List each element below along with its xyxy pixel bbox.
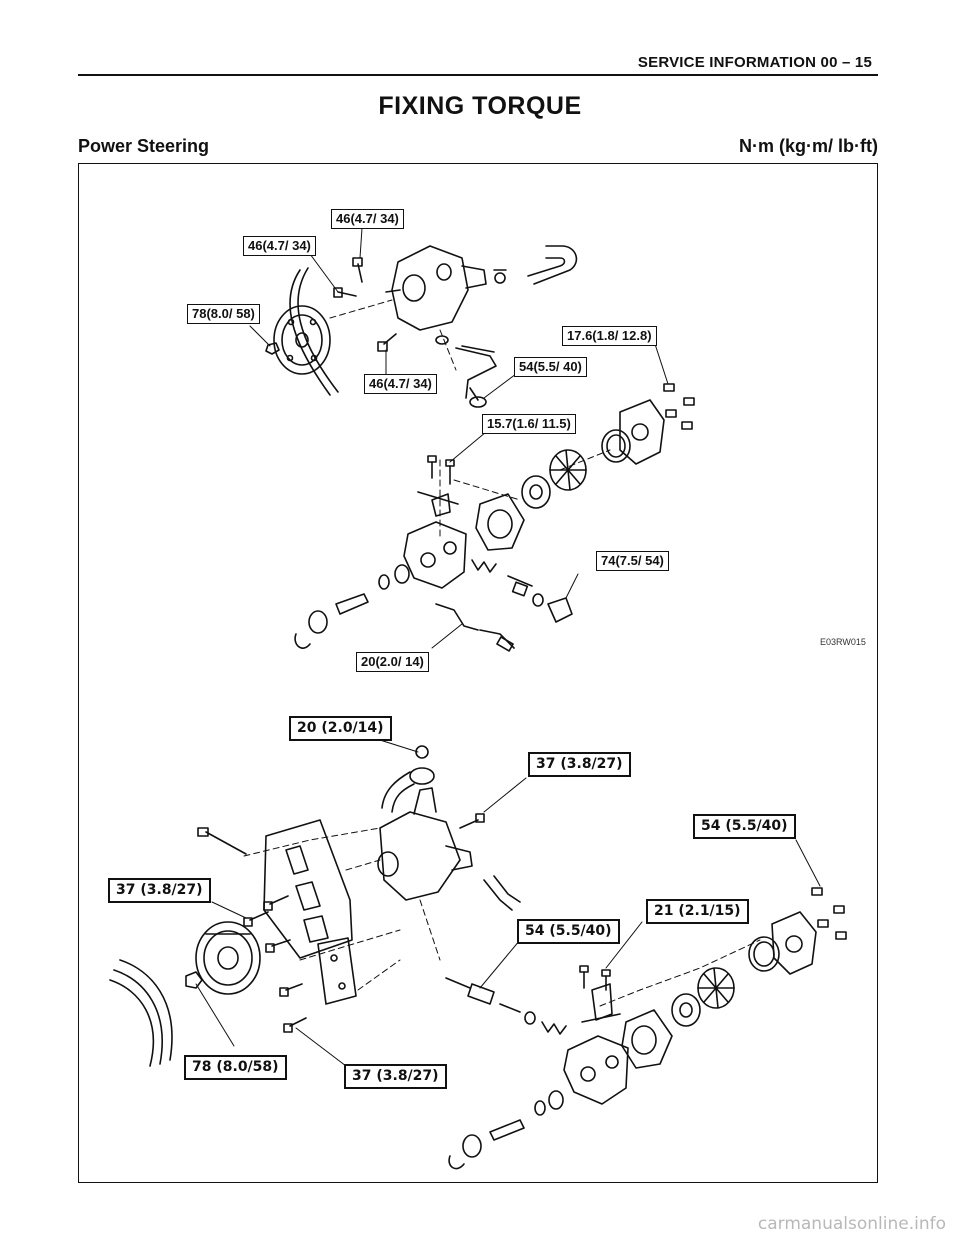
shaft-seals-bottom bbox=[448, 1090, 564, 1170]
gasket-top bbox=[475, 493, 525, 551]
bolts-bottom bbox=[243, 813, 485, 1033]
bolts-top bbox=[333, 257, 397, 352]
belt-bottom bbox=[109, 959, 173, 1067]
torque-label-bottom-cover: 54 (5.5/40) bbox=[693, 814, 796, 839]
torque-label-union-bolt: 54(5.5/ 40) bbox=[514, 357, 587, 377]
torque-label-bottom-plate-bolt: 37 (3.8/27) bbox=[344, 1064, 447, 1089]
pump-body-bottom bbox=[377, 787, 473, 901]
torque-label-pump-bolt-upper: 46(4.7/ 34) bbox=[331, 209, 404, 229]
pulley-nut-top bbox=[265, 342, 280, 355]
section-title: Power Steering bbox=[78, 136, 210, 156]
pump-housing-top bbox=[403, 491, 467, 589]
long-bolt bbox=[197, 827, 247, 855]
torque-label-bottom-union: 37 (3.8/27) bbox=[528, 752, 631, 777]
hose-bottom bbox=[381, 745, 521, 911]
bracket-plate bbox=[317, 937, 357, 1005]
alignment-lines-top bbox=[329, 299, 611, 541]
rotor-vanes-top bbox=[549, 449, 587, 491]
page-header: SERVICE INFORMATION 00 – 15 bbox=[78, 50, 878, 76]
pump-cover-top bbox=[619, 383, 695, 465]
torque-units: N·m (kg·m/ lb·ft) bbox=[739, 136, 878, 156]
figure-code: E03RW015 bbox=[820, 637, 866, 647]
shaft-seals-top bbox=[294, 564, 410, 649]
torque-label-pump-bolt-lower: 46(4.7/ 34) bbox=[364, 374, 437, 394]
watermark-text: carmanualsonline.info bbox=[757, 1214, 946, 1234]
flow-control-valve-top bbox=[471, 559, 573, 623]
torque-label-bottom-hose-nut: 20 (2.0/14) bbox=[289, 716, 392, 741]
pump-housing-bottom bbox=[563, 965, 629, 1105]
torque-label-bottom-connector: 54 (5.5/40) bbox=[517, 919, 620, 944]
pulley-nut-bottom bbox=[185, 971, 203, 989]
alignment-lines-bottom bbox=[243, 827, 761, 1007]
torque-label-bottom-bracket-bolt: 37 (3.8/27) bbox=[108, 878, 211, 903]
pulley-top bbox=[273, 305, 331, 375]
reservoir-hose bbox=[493, 245, 578, 285]
torque-label-cover-bolts: 17.6(1.8/ 12.8) bbox=[562, 326, 657, 346]
side-plate-bottom bbox=[671, 993, 701, 1027]
rotor-vanes-bottom bbox=[697, 967, 735, 1009]
cam-ring-top bbox=[601, 429, 631, 463]
leader-lines-top bbox=[249, 227, 669, 649]
torque-label-pump-bolt-middle: 46(4.7/ 34) bbox=[243, 236, 316, 256]
torque-label-pressure-switch: 20(2.0/ 14) bbox=[356, 652, 429, 672]
pump-cover-bottom bbox=[771, 887, 847, 975]
side-plate-top bbox=[521, 475, 551, 509]
diagram-frame bbox=[78, 163, 878, 1183]
torque-label-connector: 74(7.5/ 54) bbox=[596, 551, 669, 571]
header-text: SERVICE INFORMATION 00 – 15 bbox=[637, 54, 872, 71]
pulley-bottom bbox=[195, 921, 261, 995]
gasket-bottom bbox=[621, 1009, 673, 1069]
bolts-small-top bbox=[427, 455, 455, 485]
leader-lines-bottom bbox=[195, 739, 821, 1067]
pressure-pipe bbox=[435, 335, 497, 408]
torque-label-bottom-pulley-nut: 78 (8.0/58) bbox=[184, 1055, 287, 1080]
pressure-switch-top bbox=[435, 603, 515, 652]
flow-control-valve-bottom bbox=[445, 977, 567, 1035]
belt-top bbox=[289, 267, 339, 396]
torque-label-bottom-suction: 21 (2.1/15) bbox=[646, 899, 749, 924]
pump-body-top bbox=[385, 245, 487, 331]
cam-ring-bottom bbox=[748, 936, 780, 972]
page-title: FIXING TORQUE bbox=[378, 92, 582, 120]
torque-label-suction-bolts: 15.7(1.6/ 11.5) bbox=[482, 414, 576, 434]
torque-label-pulley-nut: 78(8.0/ 58) bbox=[187, 304, 260, 324]
